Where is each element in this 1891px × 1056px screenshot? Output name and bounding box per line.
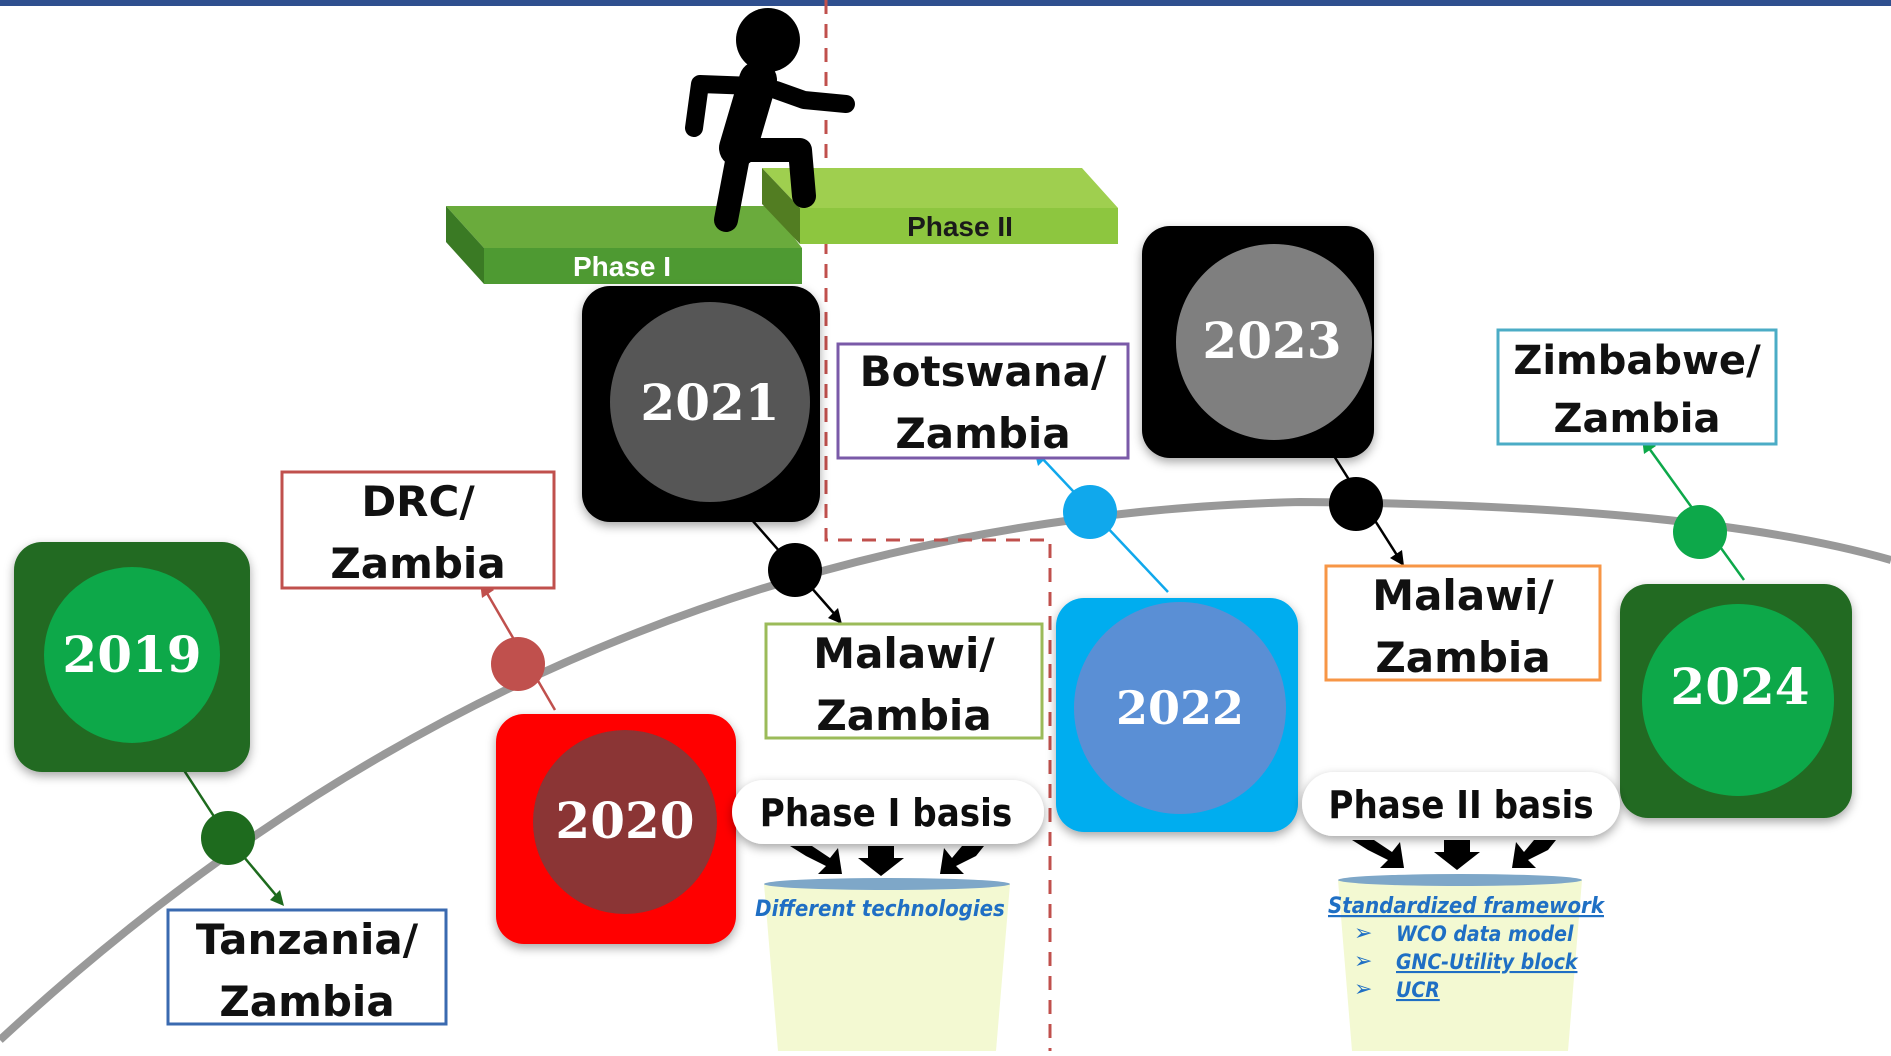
corridor-malawi-1-line2: Zambia xyxy=(816,691,991,740)
year-2021-label: 2021 xyxy=(640,373,779,432)
phase-2-basis-label: Phase II basis xyxy=(1328,783,1593,827)
phase-1-bucket: Different technologies xyxy=(755,878,1010,1051)
corridor-malawi-1-line1: Malawi/ xyxy=(813,629,995,678)
corridor-tanzania: Tanzania/ Zambia xyxy=(166,908,448,1026)
phase-2-item-1: WCO data model xyxy=(1396,922,1574,946)
phase-2-label: Phase II xyxy=(907,211,1013,242)
year-2024-label: 2024 xyxy=(1670,657,1809,716)
corridor-tanzania-line1: Tanzania/ xyxy=(196,915,419,964)
phase-divider xyxy=(824,0,1052,1051)
year-2023-label: 2023 xyxy=(1202,311,1341,370)
corridor-drc-line1: DRC/ xyxy=(361,477,475,526)
year-2022: 2022 xyxy=(1056,598,1298,832)
phase-2-step: Phase II xyxy=(762,168,1118,244)
phase-1-basis: Phase I basis xyxy=(732,780,1044,844)
arrow-bullet-icon: ➢ xyxy=(1354,949,1372,974)
year-2019: 2019 xyxy=(14,542,250,772)
phase-2-bucket-heading: Standardized framework xyxy=(1328,894,1606,919)
corridor-zimbabwe-line1: Zimbabwe/ xyxy=(1513,338,1761,384)
arrow-bullet-icon: ➢ xyxy=(1354,921,1372,946)
node-malawi-1 xyxy=(768,543,822,597)
phase-2-basis: Phase II basis xyxy=(1302,772,1620,836)
corridor-botswana-line1: Botswana/ xyxy=(860,347,1107,396)
node-malawi-2 xyxy=(1329,477,1383,531)
corridor-nodes xyxy=(201,477,1727,865)
down-arrow-icon xyxy=(1352,840,1556,870)
phase-1-bucket-item: Different technologies xyxy=(755,897,1005,922)
year-2020: 2020 xyxy=(496,714,736,944)
year-2019-label: 2019 xyxy=(62,625,201,684)
corridor-botswana: Botswana/ Zambia xyxy=(836,342,1130,460)
corridor-drc: DRC/ Zambia xyxy=(280,470,556,590)
year-2022-label: 2022 xyxy=(1116,681,1244,735)
phase-2-bucket: Standardized framework ➢ WCO data model … xyxy=(1328,874,1606,1051)
year-2024: 2024 xyxy=(1620,584,1852,818)
node-drc xyxy=(491,637,545,691)
corridor-malawi-1: Malawi/ Zambia xyxy=(764,622,1044,740)
corridor-tanzania-line2: Zambia xyxy=(219,977,394,1026)
walking-person-icon xyxy=(685,8,855,232)
corridor-drc-line2: Zambia xyxy=(330,539,505,588)
year-2023: 2023 xyxy=(1142,226,1374,458)
node-zimbabwe xyxy=(1673,505,1727,559)
corridor-zimbabwe: Zimbabwe/ Zambia xyxy=(1496,328,1778,446)
phase-1-label: Phase I xyxy=(573,251,671,282)
phase-2-item-3: UCR xyxy=(1396,978,1440,1002)
corridor-malawi-2-line1: Malawi/ xyxy=(1372,571,1554,620)
corridor-malawi-2-line2: Zambia xyxy=(1375,633,1550,682)
year-2020-label: 2020 xyxy=(555,791,694,850)
phase-2-item-2: GNC-Utility block xyxy=(1396,950,1579,974)
down-arrow-icon xyxy=(790,846,984,876)
phase-1-step: Phase I xyxy=(446,206,802,284)
phase-1-basis-label: Phase I basis xyxy=(760,791,1012,835)
arrow-bullet-icon: ➢ xyxy=(1354,977,1372,1002)
corridor-botswana-line2: Zambia xyxy=(895,409,1070,458)
node-botswana xyxy=(1063,485,1117,539)
node-tanzania xyxy=(201,811,255,865)
corridor-malawi-2: Malawi/ Zambia xyxy=(1324,564,1602,682)
top-border xyxy=(0,0,1891,6)
year-2021: 2021 xyxy=(582,286,820,522)
corridor-zimbabwe-line2: Zambia xyxy=(1553,396,1720,442)
